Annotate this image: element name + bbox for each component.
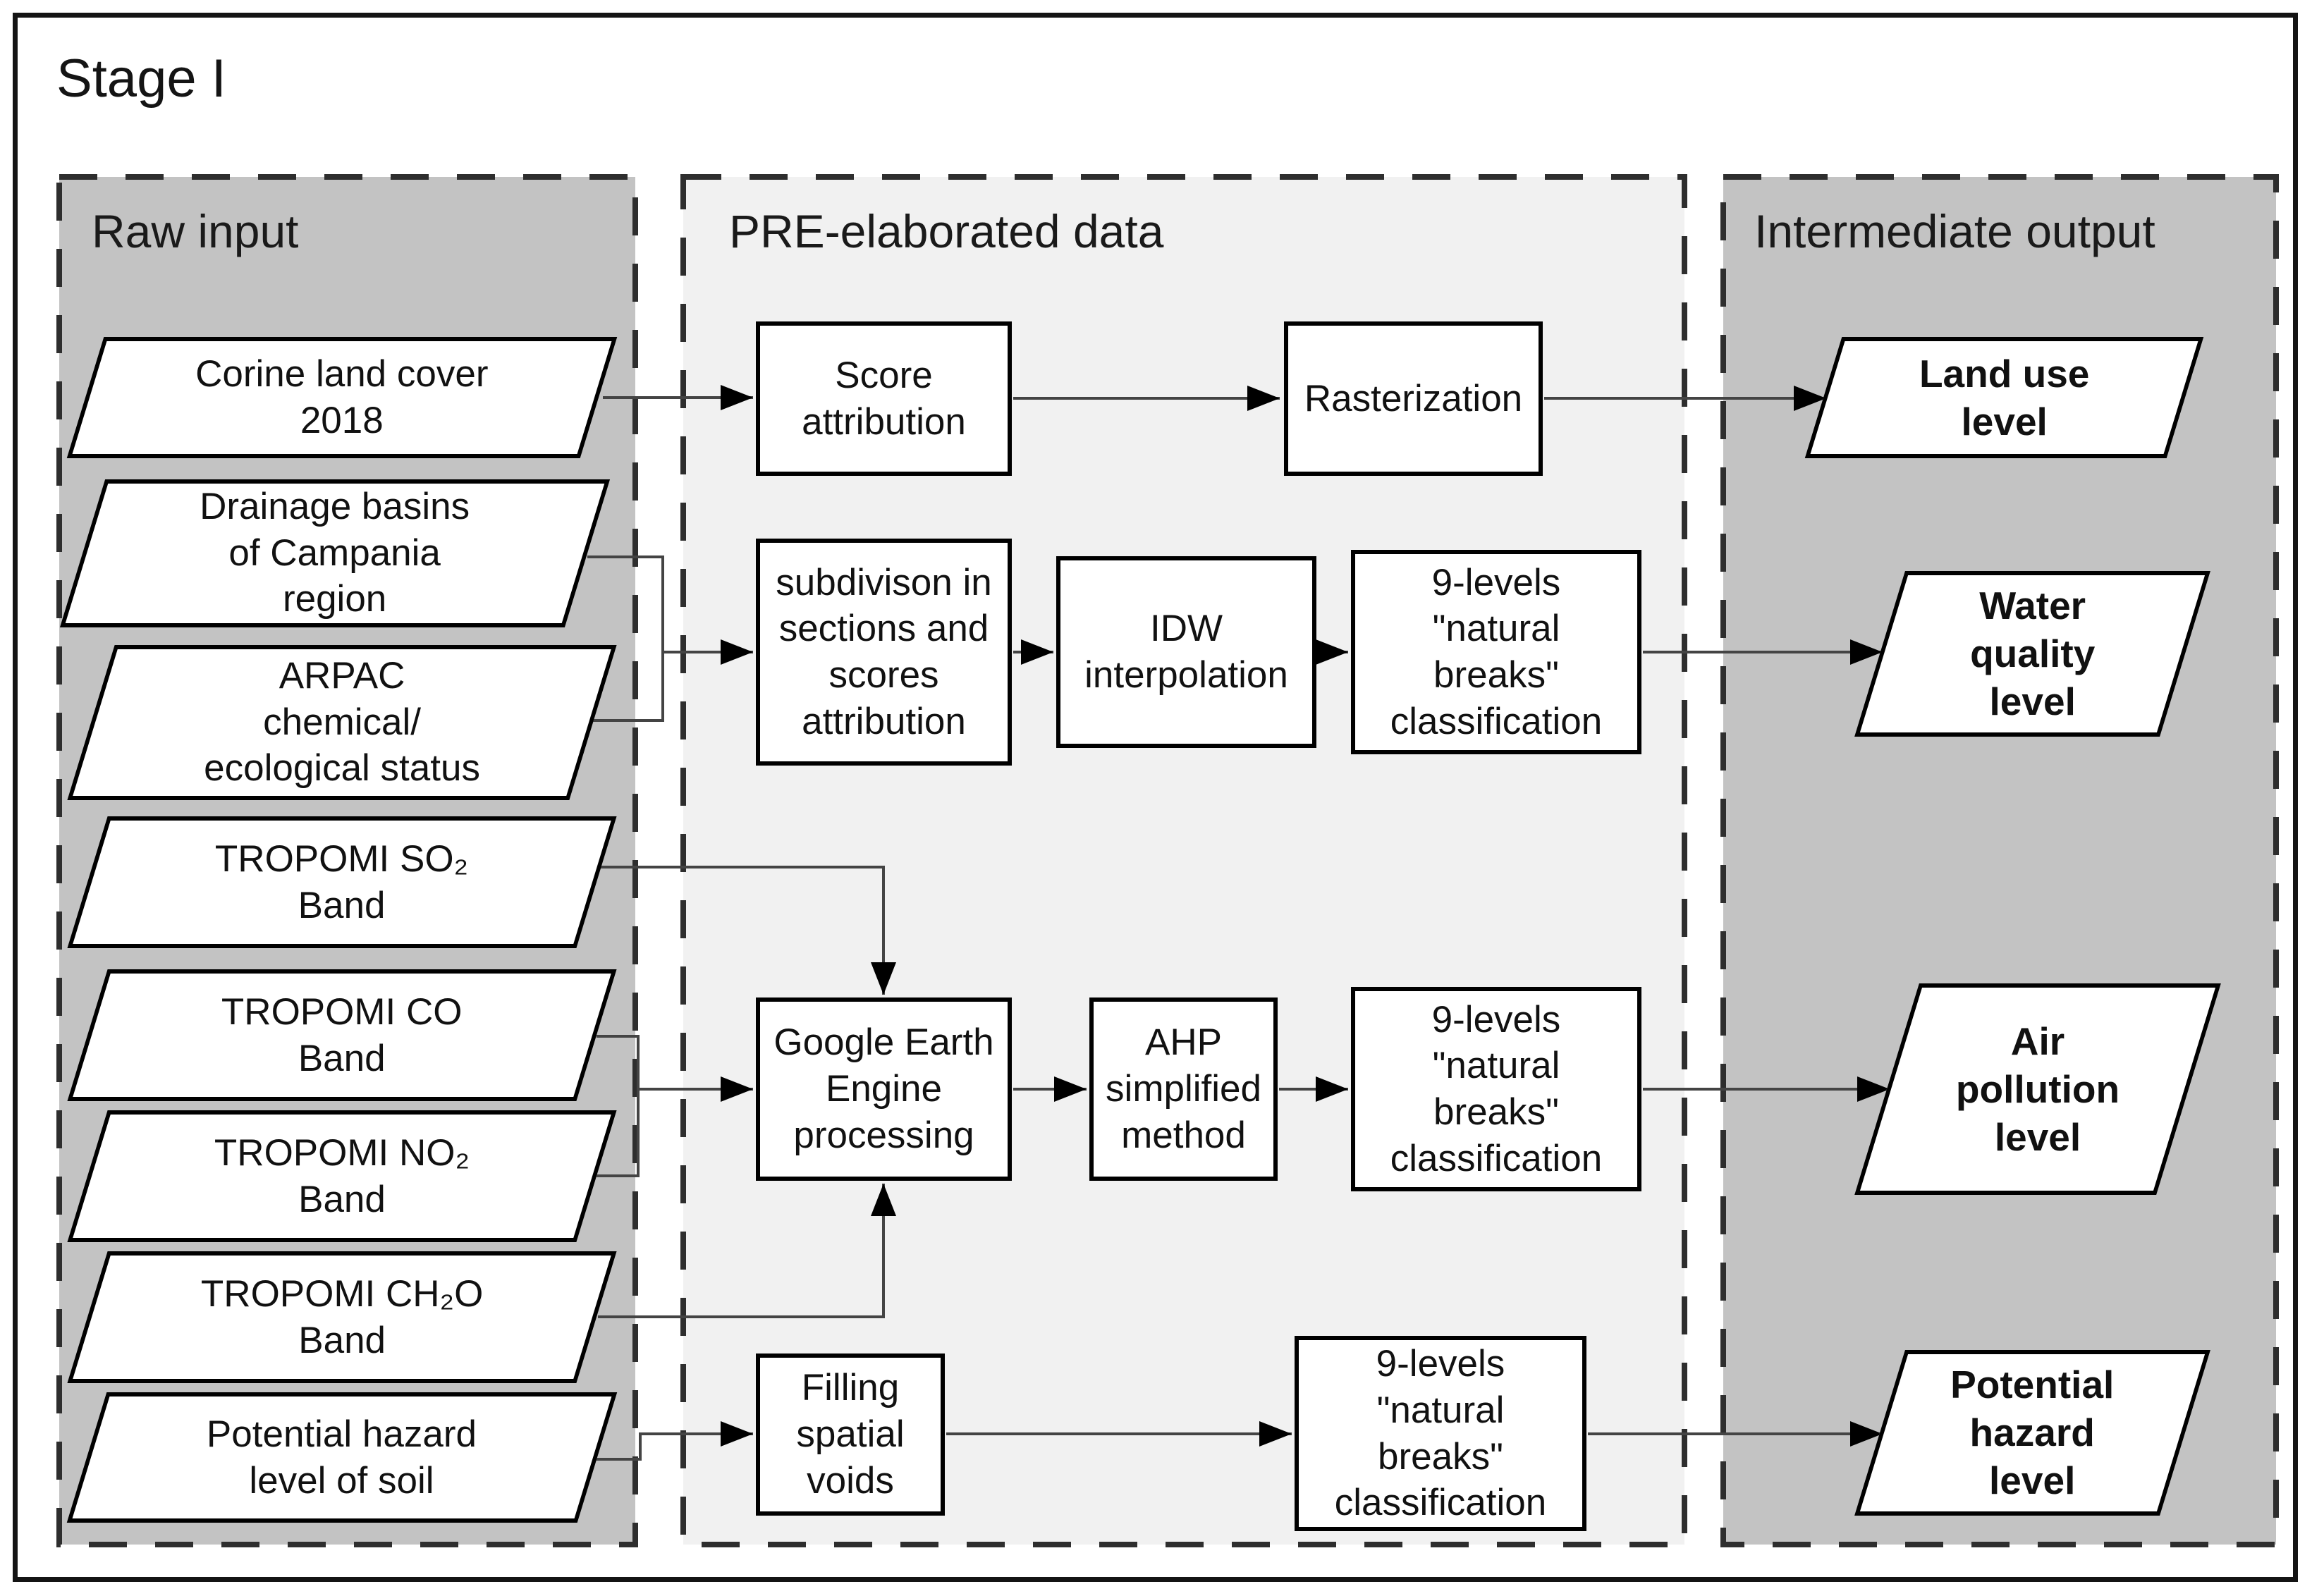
input-tropomi-ch2o-band: TROPOMI CH₂O Band: [67, 1251, 617, 1383]
node-label: Filling spatial voids: [796, 1367, 905, 1502]
node-label: TROPOMI SO₂ Band: [215, 837, 469, 926]
node-label: 9-levels "natural breaks" classification: [1390, 998, 1603, 1179]
header-raw-input: Raw input: [92, 205, 299, 257]
process-rasterization: Rasterization: [1284, 321, 1543, 476]
header-intermediate-output: Intermediate output: [1754, 205, 2155, 257]
input-tropomi-so2-band: TROPOMI SO₂ Band: [67, 816, 617, 948]
node-label: Potential hazard level of soil: [207, 1413, 477, 1502]
node-label: Potential hazard level: [1950, 1363, 2115, 1503]
process-natural-breaks-water: 9-levels "natural breaks" classification: [1351, 550, 1641, 754]
input-corine-land-cover: Corine land cover 2018: [66, 337, 618, 458]
process-filling-spatial-voids: Filling spatial voids: [756, 1353, 945, 1516]
node-label: Air pollution level: [1955, 1019, 2120, 1160]
process-idw-interpolation: IDW interpolation: [1056, 556, 1316, 748]
process-subdivision-scores: subdivison in sections and scores attrib…: [756, 539, 1012, 766]
diagram-title: Stage I: [56, 49, 226, 109]
process-google-earth-engine: Google Earth Engine processing: [756, 998, 1012, 1181]
stage-frame: [13, 13, 2298, 1582]
node-label: Corine land cover 2018: [195, 353, 489, 441]
output-water-quality-level: Water quality level: [1854, 571, 2210, 737]
process-score-attribution: Score attribution: [756, 321, 1012, 476]
node-label: subdivison in sections and scores attrib…: [776, 561, 992, 742]
node-label: Rasterization: [1304, 377, 1523, 419]
node-label: 9-levels "natural breaks" classification: [1390, 561, 1603, 742]
node-label: ARPAC chemical/ ecological status: [204, 655, 480, 790]
node-label: TROPOMI CO Band: [221, 990, 463, 1079]
node-label: TROPOMI NO₂ Band: [214, 1131, 470, 1220]
node-label: Drainage basins of Campania region: [200, 486, 470, 620]
output-air-pollution-level: Air pollution level: [1854, 983, 2221, 1195]
node-label: TROPOMI CH₂O Band: [200, 1272, 484, 1361]
process-natural-breaks-hazard: 9-levels "natural breaks" classification: [1295, 1336, 1586, 1531]
node-label: 9-levels "natural breaks" classification: [1334, 1343, 1547, 1524]
node-label: Water quality level: [1969, 584, 2096, 724]
node-label: Google Earth Engine processing: [773, 1021, 994, 1156]
node-label: Land use level: [1919, 351, 2090, 443]
header-pre-elaborated-data: PRE-elaborated data: [729, 205, 1164, 257]
input-soil-hazard-level: Potential hazard level of soil: [66, 1392, 618, 1523]
input-tropomi-no2-band: TROPOMI NO₂ Band: [67, 1110, 617, 1242]
node-label: IDW interpolation: [1084, 608, 1288, 696]
input-tropomi-co-band: TROPOMI CO Band: [67, 969, 617, 1101]
process-natural-breaks-air: 9-levels "natural breaks" classification: [1351, 987, 1641, 1191]
input-arpac-status: ARPAC chemical/ ecological status: [67, 645, 617, 800]
node-label: Score attribution: [802, 354, 966, 443]
output-potential-hazard-level: Potential hazard level: [1854, 1350, 2210, 1516]
input-drainage-basins: Drainage basins of Campania region: [59, 479, 611, 627]
process-ahp-simplified-method: AHP simplified method: [1089, 998, 1278, 1181]
node-label: AHP simplified method: [1106, 1021, 1261, 1156]
output-land-use-level: Land use level: [1804, 337, 2204, 458]
